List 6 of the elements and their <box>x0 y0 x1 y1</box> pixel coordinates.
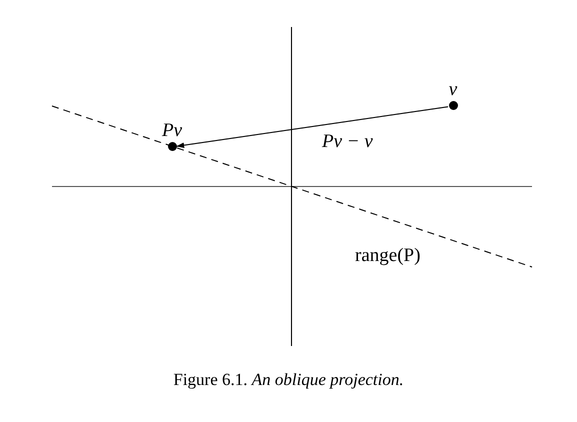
edge-label: Pv − v <box>322 132 373 152</box>
figure-caption: Figure 6.1. An oblique projection. <box>172 370 405 390</box>
arrow <box>176 106 449 148</box>
point-label: v <box>448 81 458 99</box>
range-label: range(P) <box>355 246 420 266</box>
point-label: Pv <box>162 122 182 140</box>
